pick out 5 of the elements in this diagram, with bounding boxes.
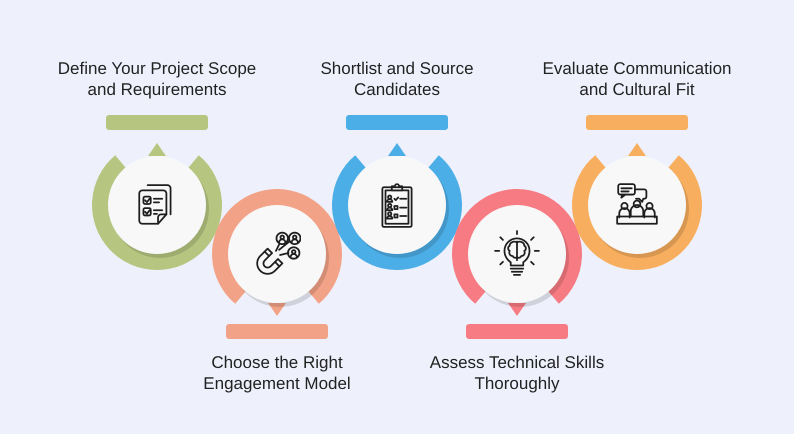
- step-title: Define Your Project Scope and Requirements: [56, 58, 258, 100]
- step-title: Choose the Right Engagement Model: [202, 352, 352, 394]
- step-title: Shortlist and Source Candidates: [319, 58, 475, 100]
- step-title: Assess Technical Skills Thoroughly: [428, 352, 606, 394]
- step-title: Evaluate Communication and Cultural Fit: [542, 58, 732, 100]
